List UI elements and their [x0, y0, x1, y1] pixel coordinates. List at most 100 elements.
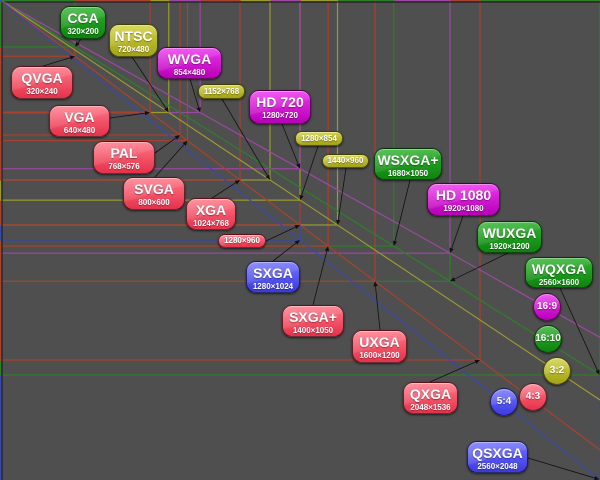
label-pal: PAL 768×576 [93, 141, 155, 174]
arrowhead-icon [265, 174, 270, 180]
label-wsxga-plus: WSXGA+ 1680×1050 [374, 148, 442, 180]
resolution-size: 1280×854 [301, 134, 337, 143]
resolution-name: NTSC [114, 28, 153, 44]
resolution-name: QVGA [21, 70, 63, 86]
pointer-arrow [527, 457, 595, 479]
pointer-arrow [221, 98, 268, 176]
resolution-name: HD 720 [256, 94, 304, 110]
aspect-badge-16-9: 16:9 [533, 293, 561, 321]
resolution-name: WSXGA+ [377, 152, 439, 168]
pointer-arrow [154, 137, 177, 154]
label-qvga: QVGA 320×240 [11, 66, 73, 99]
arrowhead-icon [182, 140, 188, 146]
pointer-arrow [189, 78, 200, 108]
pointer-arrow [265, 226, 296, 242]
resolution-size: 2560×1600 [538, 278, 580, 287]
arrowhead-icon [234, 180, 240, 185]
pointer-arrow [42, 57, 71, 67]
aspect-ratio-label: 5:4 [496, 396, 512, 407]
aspect-ratio-label: 4:3 [525, 391, 541, 402]
pointer-arrow [559, 287, 598, 371]
pointer-arrow [154, 144, 185, 178]
arrowhead-icon [324, 246, 330, 252]
resolution-name: VGA [64, 109, 95, 125]
pointer-arrow [451, 215, 464, 249]
resolution-size: 640×480 [63, 126, 96, 135]
resolution-size: 854×480 [173, 68, 206, 77]
aspect-ratio-label: 3:2 [549, 365, 565, 376]
label-svga: SVGA 800×600 [123, 177, 185, 210]
resolution-name: WVGA [167, 51, 212, 67]
resolution-name: SVGA [134, 181, 174, 197]
label-wqxga: WQXGA 2560×1600 [525, 257, 593, 288]
resolution-name: QXGA [409, 386, 452, 402]
pointer-arrow [337, 167, 347, 221]
resolution-size: 720×480 [117, 45, 150, 54]
resolution-name: HD 1080 [435, 187, 492, 203]
pointer-arrow [77, 38, 82, 44]
resolution-size: 1920×1200 [489, 242, 530, 251]
arrowhead-icon [144, 111, 150, 116]
pointer-arrow [109, 112, 146, 119]
arrowhead-icon [174, 135, 180, 140]
resolution-name: XGA [195, 202, 227, 218]
resolution-size: 1152×768 [203, 87, 240, 96]
resolution-size: 1680×1050 [387, 169, 429, 178]
arrowhead-icon [294, 240, 300, 245]
label-sxga-plus: SXGA+ 1400×1050 [282, 305, 344, 337]
arrowhead-icon [299, 194, 304, 201]
resolution-size: 800×600 [138, 198, 170, 207]
aspect-ratio-label: 16:9 [536, 301, 557, 312]
resolution-size: 320×240 [26, 87, 58, 96]
arrowhead-icon [296, 163, 301, 169]
resolution-size: 2048×1536 [410, 403, 451, 412]
arrowhead-icon [69, 55, 75, 60]
arrowhead-icon [336, 219, 341, 225]
resolution-size: 1280×960 [224, 236, 260, 245]
resolution-name: UXGA [359, 334, 400, 350]
label-qsxga: QSXGA 2560×2048 [467, 441, 528, 473]
resolution-size: 1440×960 [327, 156, 364, 165]
label-wuxga: WUXGA 1920×1200 [477, 221, 542, 253]
aspect-ratio-label: 16:10 [535, 333, 561, 344]
label-1280x960: 1280×960 [218, 234, 266, 248]
resolution-size: 768×576 [108, 162, 140, 171]
arrowhead-icon [474, 360, 480, 365]
resolution-size: 1600×1200 [359, 351, 400, 360]
pointer-arrow [281, 123, 299, 165]
arrowhead-icon [392, 240, 398, 247]
aspect-badge-16-10: 16:10 [534, 325, 562, 353]
resolution-size: 1920×1080 [443, 204, 484, 213]
resolution-name: QSXGA [472, 445, 523, 461]
pointer-arrow [211, 182, 237, 199]
aspect-ratio-line [0, 0, 600, 376]
pointer-arrow [454, 252, 509, 280]
pointer-arrow [272, 242, 297, 262]
label-1280x854: 1280×854 [295, 131, 343, 146]
label-hd-720: HD 720 1280×720 [249, 90, 311, 124]
arrowhead-icon [294, 225, 300, 230]
label-hd-1080: HD 1080 1920×1080 [427, 183, 500, 216]
arrowhead-icon [595, 369, 600, 375]
arrowhead-icon [450, 277, 456, 282]
label-vga: VGA 640×480 [49, 105, 110, 137]
aspect-badge-3-2: 3:2 [543, 357, 571, 385]
label-wvga: WVGA 854×480 [157, 47, 222, 79]
label-1152x768: 1152×768 [198, 84, 245, 99]
resolution-size: 1280×720 [262, 111, 298, 120]
pointer-arrow [312, 250, 328, 306]
resolution-name: CGA [67, 10, 99, 26]
resolution-size: 2560×2048 [477, 462, 518, 471]
arrowhead-icon [164, 107, 169, 113]
resolution-size: 1400×1050 [292, 326, 334, 335]
pointer-arrow [131, 56, 167, 109]
pointer-arrow [301, 145, 319, 196]
resolution-size: 320×200 [67, 27, 99, 36]
aspect-badge-4-3: 4:3 [519, 383, 547, 411]
label-xga: XGA 1024×768 [186, 198, 236, 230]
label-cga: CGA 320×200 [60, 6, 106, 39]
arrowhead-icon [75, 41, 80, 47]
label-1440x960: 1440×960 [322, 154, 369, 168]
resolution-name: SXGA+ [289, 309, 337, 325]
arrowhead-icon [449, 247, 454, 254]
